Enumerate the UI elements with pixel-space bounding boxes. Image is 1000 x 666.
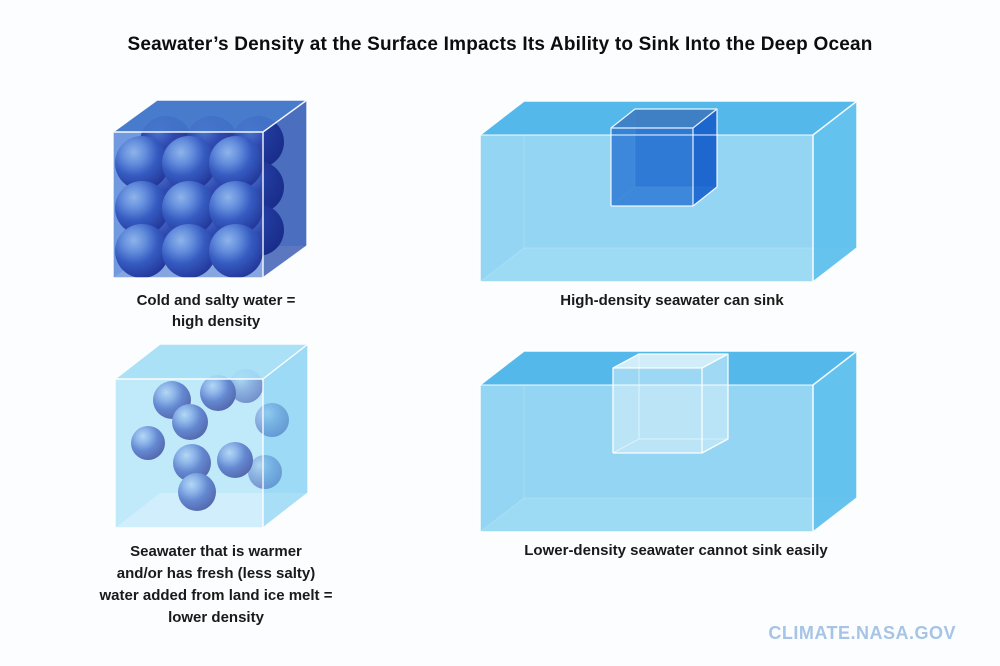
sparse-cube-front-spheres (131, 375, 253, 511)
floating-cube-in-ocean-illustration (479, 350, 858, 533)
packed-molecules-cube-illustration (112, 99, 308, 279)
floating-cube (612, 353, 729, 454)
ocean-box-sink-edges (479, 100, 858, 283)
caption-sparse-cube: Seawater that is warmer and/or has fresh… (99, 543, 333, 626)
sinking-cube-in-ocean-illustration (479, 100, 858, 283)
page-title: Seawater’s Density at the Surface Impact… (127, 34, 873, 55)
caption-floating-box: Lower-density seawater cannot sink easil… (524, 542, 828, 559)
dense-cube-edges (112, 99, 308, 279)
sparse-cube-edges (114, 343, 309, 529)
sparse-cube-glass-faces (115, 344, 308, 528)
dense-cube-glass-faces (113, 100, 307, 278)
caption-dense-cube: Cold and salty water = high density (136, 292, 296, 330)
climate-nasa-gov-watermark: CLIMATE.NASA.GOV (768, 623, 956, 643)
dense-cube-front-spheres (115, 136, 263, 278)
sinking-cube (610, 108, 718, 207)
scattered-molecules-cube-illustration (114, 343, 309, 529)
caption-sinking-box: High-density seawater can sink (560, 292, 784, 309)
ocean-box-float-edges (479, 350, 858, 533)
